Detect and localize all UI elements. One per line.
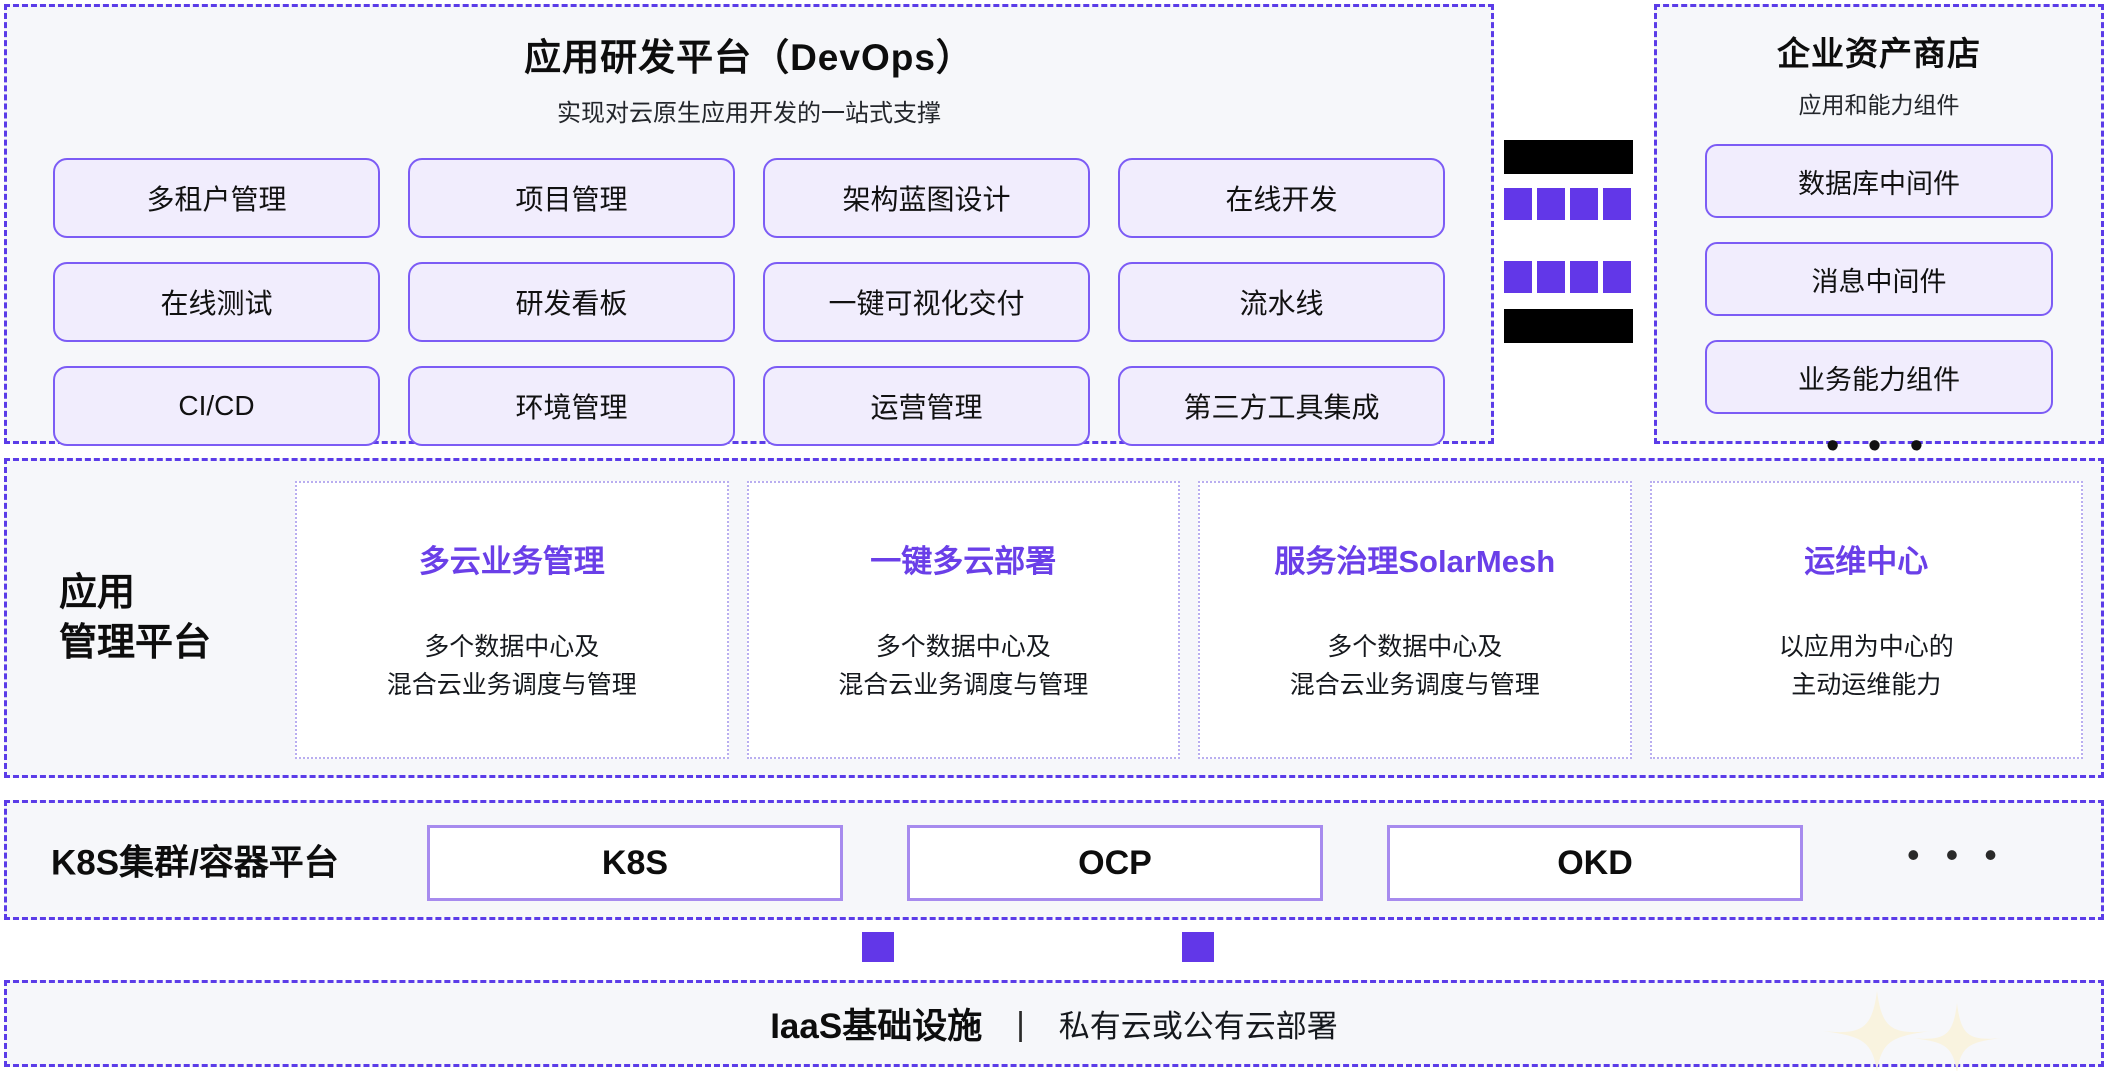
- square-marker: [1537, 188, 1565, 220]
- management-card-desc: 多个数据中心及 混合云业务调度与管理: [838, 633, 1089, 699]
- devops-tile[interactable]: CI/CD: [53, 366, 380, 446]
- devops-tile[interactable]: 在线开发: [1118, 158, 1445, 238]
- redacted-text-bar: [1504, 309, 1633, 343]
- devops-tile[interactable]: 流水线: [1118, 262, 1445, 342]
- management-card-title: 服务治理SolarMesh: [1274, 544, 1556, 579]
- connector-square: [1182, 932, 1214, 962]
- k8s-platform-box[interactable]: K8S: [427, 825, 843, 901]
- devops-tile[interactable]: 研发看板: [408, 262, 735, 342]
- k8s-platform-box[interactable]: OKD: [1387, 825, 1803, 901]
- application-management-panel: 应用 管理平台 多云业务管理 多个数据中心及 混合云业务调度与管理 一键多云部署…: [4, 458, 2104, 778]
- asset-store-list: 数据库中间件 消息中间件 业务能力组件 • • •: [1657, 120, 2101, 467]
- management-card-desc: 以应用为中心的 主动运维能力: [1778, 633, 1954, 699]
- iaas-separator: |: [1016, 1004, 1025, 1042]
- ellipsis-icon: • • •: [1825, 425, 1933, 467]
- management-card-desc: 多个数据中心及 混合云业务调度与管理: [1289, 633, 1540, 699]
- iaas-infrastructure-panel: IaaS基础设施 | 私有云或公有云部署: [4, 980, 2104, 1071]
- devops-tile[interactable]: 在线测试: [53, 262, 380, 342]
- k8s-platform-box[interactable]: OCP: [907, 825, 1323, 901]
- square-marker: [1537, 261, 1565, 293]
- ellipsis-icon: • • •: [1907, 834, 2005, 875]
- management-card-desc: 多个数据中心及 混合云业务调度与管理: [386, 633, 637, 699]
- iaas-title: IaaS基础设施: [770, 1007, 983, 1046]
- application-management-cards: 多云业务管理 多个数据中心及 混合云业务调度与管理 一键多云部署 多个数据中心及…: [295, 481, 2083, 759]
- asset-store-panel: 企业资产商店 应用和能力组件 数据库中间件 消息中间件 业务能力组件 • • •: [1654, 4, 2104, 465]
- square-marker: [1603, 188, 1631, 220]
- asset-item[interactable]: 消息中间件: [1705, 242, 2053, 316]
- asset-item[interactable]: 数据库中间件: [1705, 144, 2053, 218]
- asset-store-subtitle: 应用和能力组件: [1798, 92, 1960, 118]
- square-marker-row: [1504, 188, 1631, 220]
- devops-platform-panel: 应用研发平台（DevOps） 实现对云原生应用开发的一站式支撑 多租户管理 项目…: [4, 4, 1494, 446]
- k8s-cluster-panel: K8S集群/容器平台 K8S OCP OKD • • •: [4, 800, 2104, 920]
- connector-square: [862, 932, 894, 962]
- iaas-description: 私有云或公有云部署: [1058, 1009, 1338, 1044]
- management-card-title: 一键多云部署: [870, 544, 1057, 579]
- devops-tile[interactable]: 项目管理: [408, 158, 735, 238]
- management-card-title: 运维中心: [1804, 544, 1929, 579]
- devops-tile[interactable]: 环境管理: [408, 366, 735, 446]
- devops-subtitle: 实现对云原生应用开发的一站式支撑: [557, 100, 941, 127]
- management-card[interactable]: 运维中心 以应用为中心的 主动运维能力: [1649, 481, 2083, 759]
- devops-tile[interactable]: 第三方工具集成: [1118, 366, 1445, 446]
- asset-store-header: 企业资产商店 应用和能力组件: [1657, 7, 2101, 120]
- square-marker: [1570, 261, 1598, 293]
- square-marker-row: [1504, 261, 1631, 293]
- square-marker: [1504, 188, 1532, 220]
- management-card[interactable]: 一键多云部署 多个数据中心及 混合云业务调度与管理: [746, 481, 1180, 759]
- devops-tile[interactable]: 多租户管理: [53, 158, 380, 238]
- devops-tile[interactable]: 运营管理: [763, 366, 1090, 446]
- iaas-content: IaaS基础设施 | 私有云或公有云部署: [7, 983, 2101, 1064]
- devops-tile[interactable]: 一键可视化交付: [763, 262, 1090, 342]
- asset-store-title: 企业资产商店: [1777, 35, 1981, 72]
- redacted-text-bar: [1504, 140, 1633, 174]
- asset-item[interactable]: 业务能力组件: [1705, 340, 2053, 414]
- application-management-label: 应用 管理平台: [59, 571, 212, 664]
- redacted-middle-column: [1498, 4, 1650, 444]
- square-marker: [1570, 188, 1598, 220]
- k8s-panel-label: K8S集群/容器平台: [51, 843, 339, 883]
- management-card[interactable]: 多云业务管理 多个数据中心及 混合云业务调度与管理: [295, 481, 729, 759]
- management-card[interactable]: 服务治理SolarMesh 多个数据中心及 混合云业务调度与管理: [1198, 481, 1632, 759]
- square-marker: [1603, 261, 1631, 293]
- devops-capability-grid: 多租户管理 项目管理 架构蓝图设计 在线开发 在线测试 研发看板 一键可视化交付…: [7, 128, 1491, 446]
- management-card-title: 多云业务管理: [418, 544, 605, 579]
- square-marker: [1504, 261, 1532, 293]
- devops-header: 应用研发平台（DevOps） 实现对云原生应用开发的一站式支撑: [7, 7, 1491, 128]
- devops-tile[interactable]: 架构蓝图设计: [763, 158, 1090, 238]
- devops-title: 应用研发平台（DevOps）: [524, 37, 974, 78]
